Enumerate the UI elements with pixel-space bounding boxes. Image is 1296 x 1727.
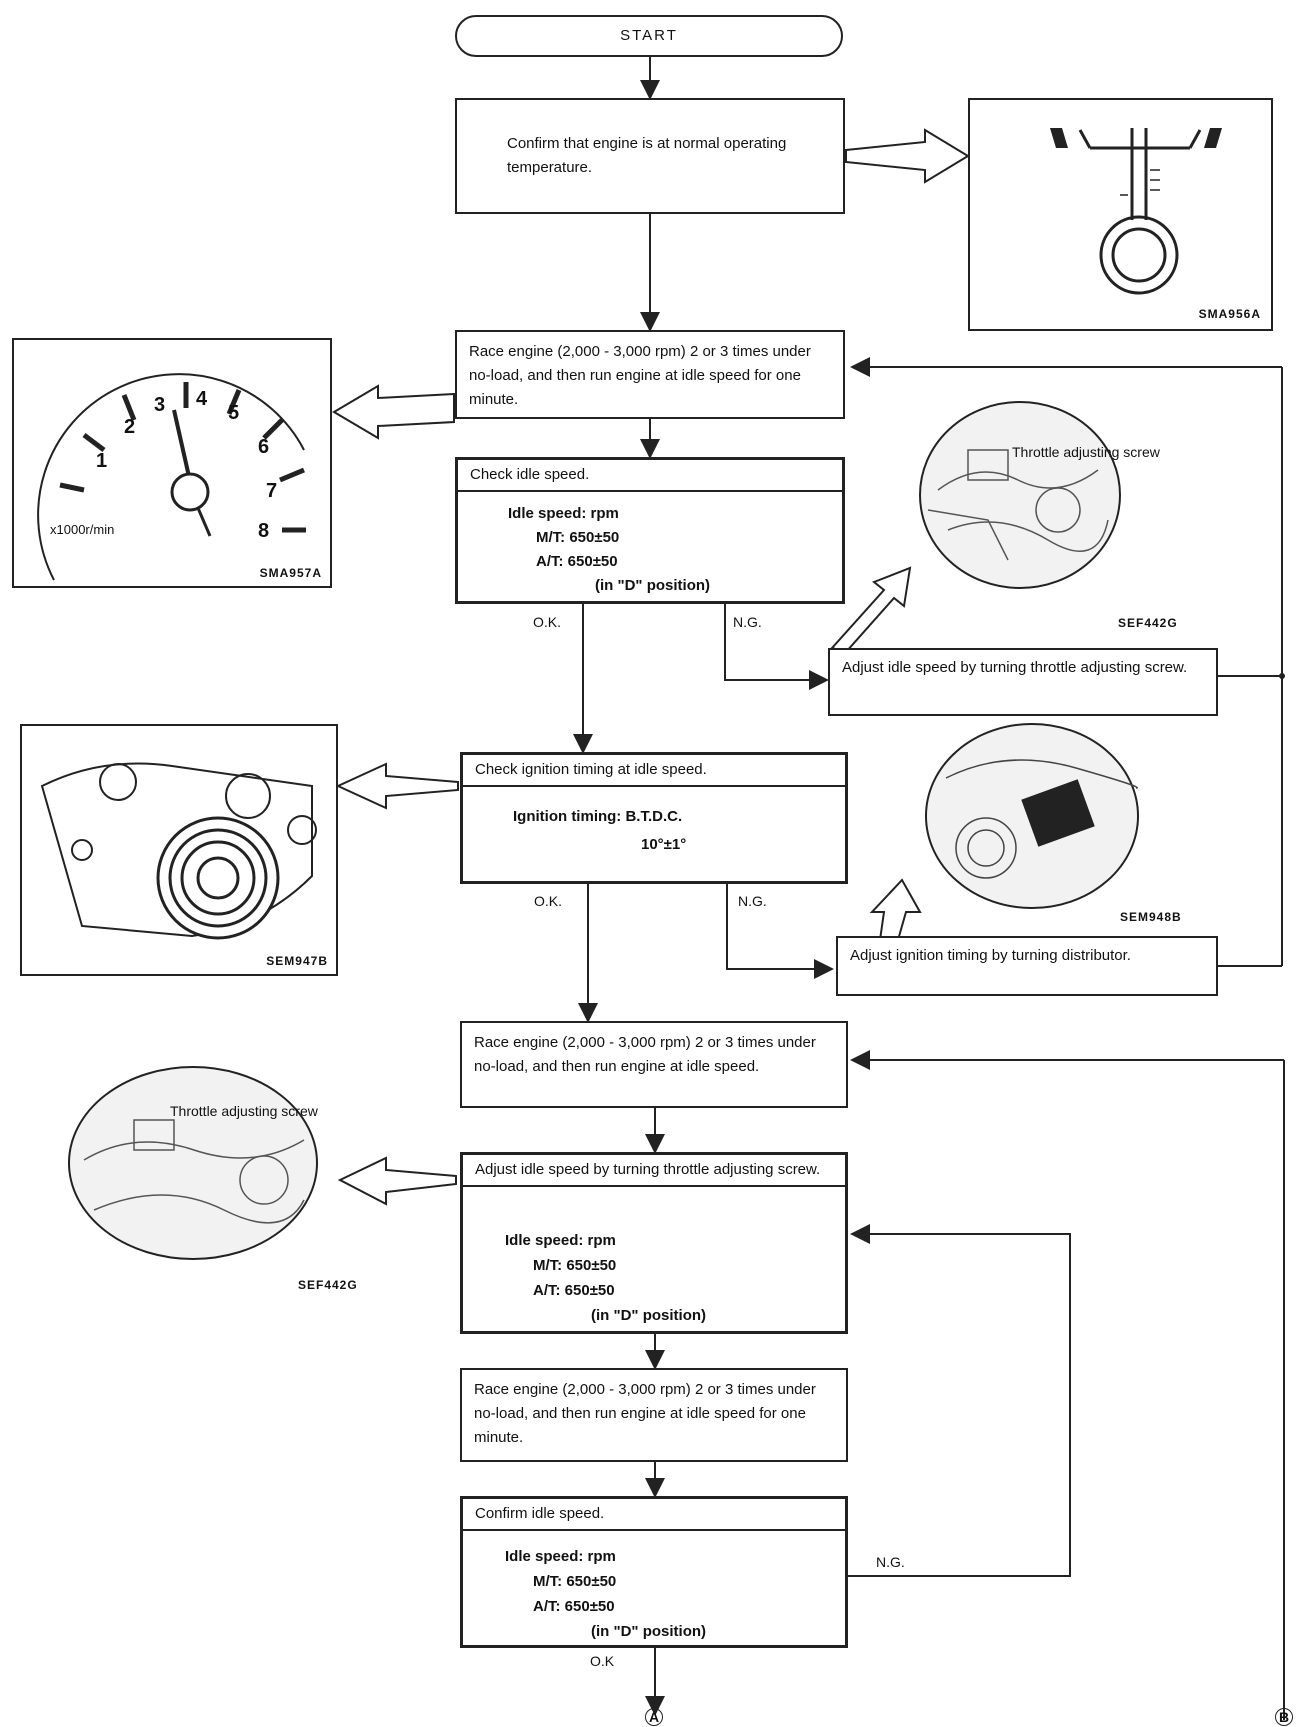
spec-position: (in "D" position) <box>595 577 711 594</box>
distributor-icon <box>925 723 1139 909</box>
tacho-number: 6 <box>258 436 270 458</box>
label-ng: N.G. <box>733 614 762 630</box>
spec-ignition-timing: Ignition timing: B.T.D.C. <box>513 808 683 825</box>
step-confirm-idle-speed: Confirm idle speed. Idle speed: rpm M/T:… <box>460 1496 848 1648</box>
label-ng: N.G. <box>876 1554 905 1570</box>
engine-pulley-icon <box>40 762 317 940</box>
step-text: Adjust ignition timing by turning distri… <box>850 947 1131 964</box>
spec-at: A/T: 650±50 <box>536 553 618 570</box>
tacho-number: 8 <box>258 520 270 542</box>
label-ok: O.K. <box>533 614 562 630</box>
spec-position: (in "D" position) <box>591 1623 707 1640</box>
spec-mt: M/T: 650±50 <box>536 529 620 546</box>
start-label: START <box>620 27 678 44</box>
tacho-number: 4 <box>196 388 208 410</box>
junction-dot <box>1279 673 1285 679</box>
spec-at: A/T: 650±50 <box>533 1282 615 1299</box>
step-adjust-idle-speed: Adjust idle speed by turning throttle ad… <box>828 648 1218 716</box>
step-adjust-ignition-timing: Adjust ignition timing by turning distri… <box>836 936 1218 996</box>
hollow-arrow <box>869 878 922 941</box>
figure-code: SEF442G <box>298 1278 358 1292</box>
figure-code: SMA956A <box>1198 307 1261 321</box>
step-race-engine-3: Race engine (2,000 - 3,000 rpm) 2 or 3 t… <box>460 1368 848 1462</box>
step-confirm-temperature: Confirm that engine is at normal operati… <box>455 98 845 214</box>
spec-position: (in "D" position) <box>591 1307 707 1324</box>
step-check-idle-speed: Check idle speed. Idle speed: rpm M/T: 6… <box>455 457 845 604</box>
connector-a: A <box>645 1708 663 1726</box>
spec-idle-speed: Idle speed: rpm <box>508 505 619 522</box>
figure-distributor <box>916 718 1156 928</box>
step-check-ignition-timing: Check ignition timing at idle speed. Ign… <box>460 752 848 884</box>
connector-b: B <box>1275 1708 1293 1726</box>
hollow-arrow <box>830 566 912 654</box>
start-terminal: START <box>455 15 843 57</box>
spec-idle-speed: Idle speed: rpm <box>505 1548 616 1565</box>
tachometer-icon <box>37 373 306 581</box>
tacho-unit: x1000r/min <box>50 522 115 537</box>
step-text: Adjust idle speed by turning throttle ad… <box>842 659 1188 676</box>
step-text: Race engine (2,000 - 3,000 rpm) 2 or 3 t… <box>469 343 811 408</box>
spec-idle-speed: Idle speed: rpm <box>505 1232 616 1249</box>
tacho-number: 5 <box>228 402 240 424</box>
flow-line <box>847 1224 1071 1577</box>
figure-callout: Throttle adjusting screw <box>170 1103 318 1119</box>
step-header: Adjust idle speed by turning throttle ad… <box>463 1155 845 1187</box>
figure-code: SEM947B <box>266 954 328 968</box>
step-text: Race engine (2,000 - 3,000 rpm) 2 or 3 t… <box>474 1381 816 1446</box>
label-ok: O.K. <box>534 893 563 909</box>
step-header: Check ignition timing at idle speed. <box>463 755 845 787</box>
figure-code: SEM948B <box>1120 910 1182 924</box>
step-text: Race engine (2,000 - 3,000 rpm) 2 or 3 t… <box>474 1034 816 1075</box>
step-race-engine-2: Race engine (2,000 - 3,000 rpm) 2 or 3 t… <box>460 1021 848 1108</box>
hollow-arrow <box>845 128 970 184</box>
spec-at: A/T: 650±50 <box>533 1598 615 1615</box>
figure-throttle-adjusting-screw: Throttle adjusting screw <box>908 400 1160 610</box>
step-adjust-idle-speed-2: Adjust idle speed by turning throttle ad… <box>460 1152 848 1334</box>
throttle-body-icon <box>68 1066 318 1260</box>
throttle-body-icon <box>919 401 1121 589</box>
step-text: Confirm that engine is at normal operati… <box>507 135 787 176</box>
figure-code: SEF442G <box>1118 616 1178 630</box>
hollow-arrow <box>337 1156 457 1206</box>
step-race-engine-1: Race engine (2,000 - 3,000 rpm) 2 or 3 t… <box>455 330 845 419</box>
hollow-arrow <box>335 762 459 810</box>
spec-mt: M/T: 650±50 <box>533 1573 617 1590</box>
figure-throttle-adjusting-screw-2: Throttle adjusting screw <box>64 1060 326 1266</box>
tacho-number: 7 <box>266 480 278 502</box>
temperature-gauge-icon <box>1050 128 1222 295</box>
spec-mt: M/T: 650±50 <box>533 1257 617 1274</box>
label-ok: O.K <box>590 1653 615 1669</box>
spec-ignition-value: 10°±1° <box>641 836 687 853</box>
figure-code: SMA957A <box>259 566 322 580</box>
tacho-number: 3 <box>154 394 166 416</box>
figure-callout: Throttle adjusting screw <box>1012 444 1160 460</box>
figure-temperature-gauge: SMA956A <box>968 98 1273 331</box>
step-header: Check idle speed. <box>458 460 842 492</box>
step-header: Confirm idle speed. <box>463 1499 845 1531</box>
tacho-number: 1 <box>96 450 108 472</box>
flow-line <box>726 884 834 979</box>
flow-line <box>724 604 829 690</box>
tacho-number: 2 <box>124 416 136 438</box>
hollow-arrow <box>332 384 455 440</box>
label-ng: N.G. <box>738 893 767 909</box>
figure-tachometer: 1 2 3 4 5 6 7 8 x1000r/min SMA957A <box>12 338 332 588</box>
figure-crank-pulley: SEM947B <box>20 724 338 976</box>
